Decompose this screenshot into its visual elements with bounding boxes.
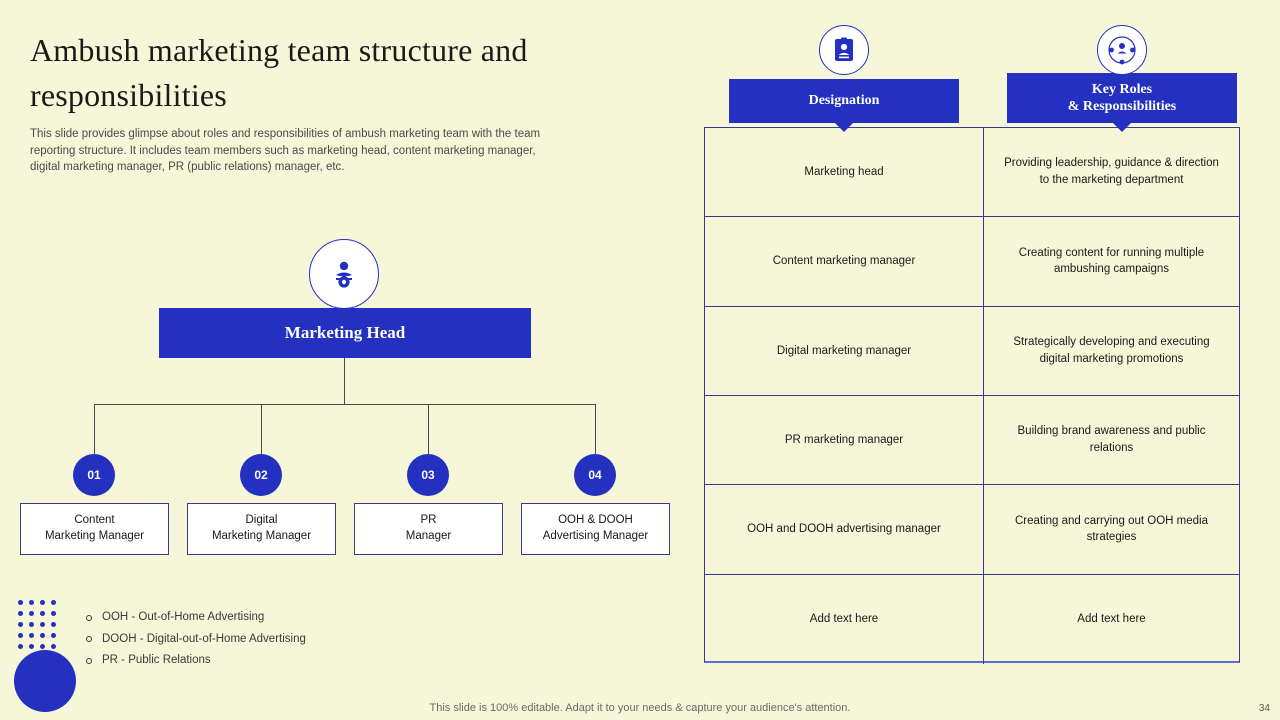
org-node-4: OOH & DOOH Advertising Manager [521, 503, 670, 555]
bullet-icon [86, 657, 92, 664]
legend-item: OOH - Out-of-Home Advertising [86, 611, 306, 624]
designation-badge-icon-circle [819, 25, 869, 75]
org-node-4-line1: OOH & DOOH [558, 514, 633, 527]
marketing-head-box: Marketing Head [159, 308, 531, 358]
cell-designation: Add text here [705, 574, 984, 664]
table-row: PR marketing manager Building brand awar… [705, 395, 1239, 486]
key-roles-icon-circle [1097, 25, 1147, 75]
legend-item: DOOH - Digital-out-of-Home Advertising [86, 632, 306, 646]
connector-drop-1 [94, 404, 95, 454]
cell-designation: Marketing head [705, 128, 984, 217]
table-header-key-roles: Key Roles & Responsibilities [1007, 73, 1237, 123]
cell-designation: Content marketing manager [705, 217, 984, 306]
table-row: Marketing head Providing leadership, gui… [705, 128, 1239, 218]
table-row: OOH and DOOH advertising manager Creatin… [705, 485, 1239, 575]
bullet-icon [86, 636, 92, 643]
table-row: Add text here Add text here [705, 574, 1239, 664]
bullet-icon [86, 614, 92, 621]
page-subtitle: This slide provides glimpse about roles … [30, 128, 541, 174]
org-node-3: PR Manager [354, 503, 503, 555]
cell-responsibility: Providing leadership, guidance & directi… [1004, 157, 1219, 187]
org-node-1: Content Marketing Manager [20, 503, 169, 555]
table-header-key-roles-line1: Key Roles [1091, 81, 1153, 97]
connector-drop-3 [428, 404, 429, 454]
person-gear-icon [336, 261, 352, 288]
node-number-2-label: 02 [254, 468, 268, 482]
decorative-blue-circle [14, 650, 76, 712]
legend-item: PR - Public Relations [86, 654, 306, 667]
org-node-3-line1: PR [420, 514, 437, 527]
designation-header-notch [835, 123, 853, 132]
legend: OOH - Out-of-Home Advertising DOOH - Dig… [86, 611, 306, 677]
legend-item-label: PR - Public Relations [102, 654, 211, 666]
org-node-1-line2: Marketing Manager [44, 530, 145, 542]
org-node-3-line2: Manager [405, 530, 452, 542]
node-number-1-label: 01 [87, 468, 101, 482]
cell-designation: Digital marketing manager [705, 306, 984, 395]
marketing-head-avatar-circle [309, 239, 379, 309]
responsibilities-table: Marketing head Providing leadership, gui… [704, 127, 1240, 664]
page-title: Ambush marketing team structure and resp… [30, 32, 528, 114]
connector-bus [94, 404, 596, 405]
org-node-2-line2: Marketing Manager [211, 530, 312, 542]
org-node-2-line1: Digital [245, 514, 278, 527]
cell-responsibility: Add text here [1077, 612, 1146, 625]
cell-designation: PR marketing manager [705, 395, 984, 485]
page-number: 34 [1258, 703, 1270, 714]
org-node-4-line2: Advertising Manager [542, 530, 649, 542]
table-row: Content marketing manager Creating conte… [705, 217, 1239, 307]
marketing-head-label: Marketing Head [284, 323, 406, 342]
node-number-4-label: 04 [588, 468, 602, 482]
cell-designation: OOH and DOOH advertising manager [705, 485, 984, 574]
cell-responsibility: Creating content for running multiple am… [1018, 246, 1205, 276]
connector-trunk [344, 358, 345, 404]
cell-responsibility: Strategically developing and executing d… [1013, 336, 1210, 365]
key-roles-header-notch [1113, 123, 1131, 132]
id-badge-icon [835, 37, 853, 61]
footer-note: This slide is 100% editable. Adapt it to… [429, 702, 851, 714]
legend-item-label: OOH - Out-of-Home Advertising [102, 611, 265, 623]
connector-drop-4 [595, 404, 596, 454]
node-number-3: 03 [407, 454, 449, 496]
table-header-designation-label: Designation [808, 93, 880, 109]
org-node-2: Digital Marketing Manager [187, 503, 336, 555]
org-node-1-line1: Content [74, 514, 115, 527]
node-number-4: 04 [574, 454, 616, 496]
table-header-key-roles-line2: & Responsibilities [1067, 99, 1177, 114]
node-number-3-label: 03 [421, 468, 435, 482]
cell-responsibility: Creating and carrying out OOH media stra… [1014, 514, 1209, 544]
cell-responsibility: Building brand awareness and public rela… [1017, 425, 1206, 455]
people-network-icon [1108, 36, 1136, 65]
node-number-2: 02 [240, 454, 282, 496]
connector-drop-2 [261, 404, 262, 454]
table-header-designation: Designation [729, 79, 959, 123]
legend-item-label: DOOH - Digital-out-of-Home Advertising [102, 632, 306, 645]
table-row: Digital marketing manager Strategically … [705, 306, 1239, 396]
decorative-dot-grid [18, 600, 70, 652]
node-number-1: 01 [73, 454, 115, 496]
